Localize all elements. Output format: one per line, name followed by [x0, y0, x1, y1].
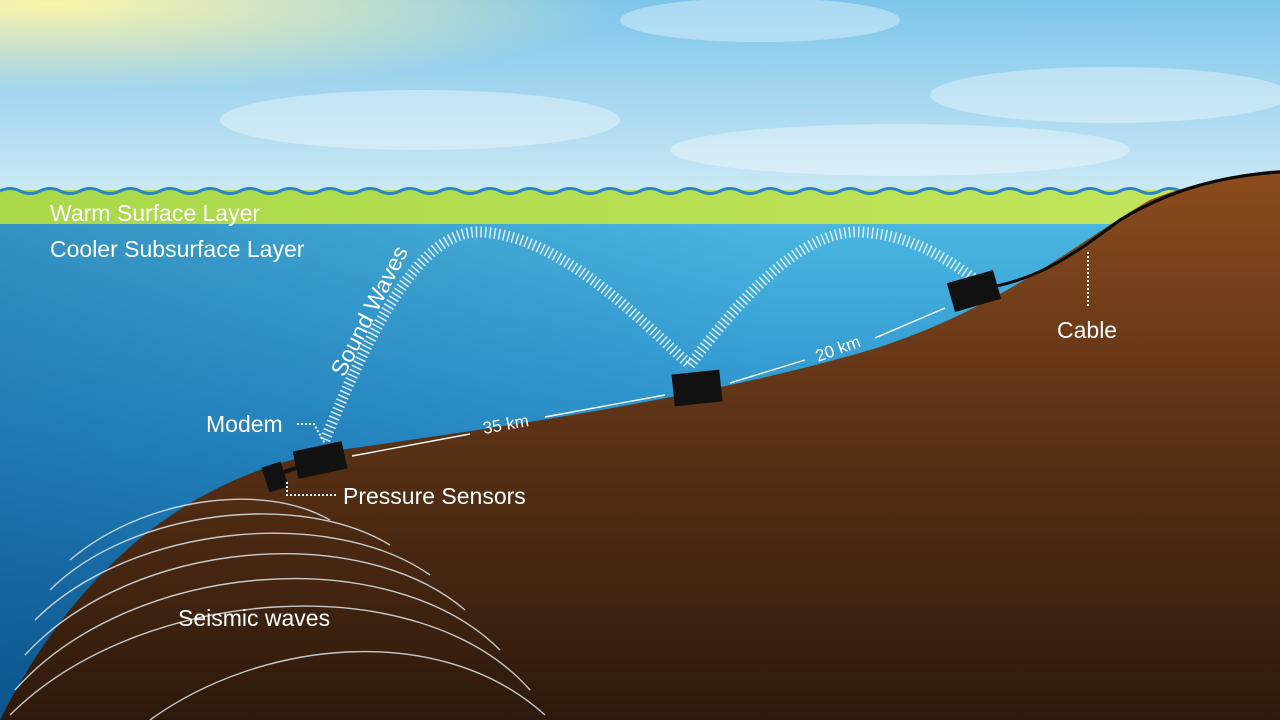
warm-surface-label: Warm Surface Layer: [50, 200, 260, 226]
pressure-sensors-label: Pressure Sensors: [343, 483, 526, 509]
upper-device: [946, 269, 1002, 313]
modem-label: Modem: [206, 411, 283, 437]
cable-label: Cable: [1057, 317, 1117, 343]
cable: [984, 170, 1280, 290]
distance-lines: [351, 307, 946, 457]
warm-surface-layer: [0, 190, 1280, 224]
clouds: [220, 0, 1280, 176]
sensor-connector: [283, 466, 297, 474]
surface-wave-line: [0, 187, 1201, 195]
callout-lines: [286, 252, 1089, 496]
seabed: [0, 170, 1280, 720]
pressure-sensor-device: [261, 461, 289, 493]
sound-wave-paths: [319, 226, 982, 443]
sun-glow: [0, 0, 1280, 195]
mid-device: [671, 369, 723, 407]
seismic-waves: [9, 498, 546, 720]
seismic-waves-label: Seismic waves: [178, 605, 330, 631]
cooler-subsurface-label: Cooler Subsurface Layer: [50, 236, 305, 262]
modem-device: [292, 441, 348, 479]
